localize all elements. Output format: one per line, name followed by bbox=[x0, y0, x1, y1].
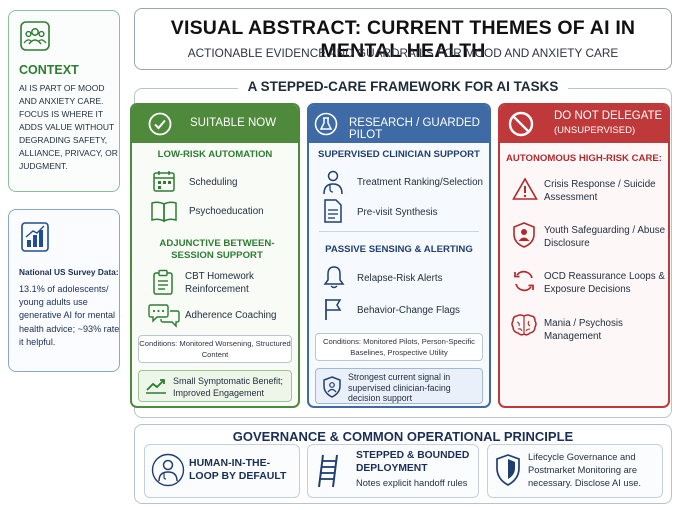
governance-note: Notes explicit handoff rules bbox=[356, 478, 468, 488]
flask-icon bbox=[314, 112, 338, 136]
bell-icon bbox=[323, 265, 345, 289]
context-panel: CONTEXT AI is part of mood and anxiety c… bbox=[8, 10, 120, 192]
section-title: ADJUNCTIVE BETWEEN-SESSION SUPPORT bbox=[159, 238, 275, 261]
header-panel: VISUAL ABSTRACT: CURRENT THEMES OF AI IN… bbox=[134, 8, 672, 70]
conditions-note: Conditions: Monitored Worsening, Structu… bbox=[138, 335, 292, 363]
column-label: DO NOT DELEGATE bbox=[554, 110, 663, 122]
section-title: SUPERVISED CLINICIAN SUPPORT bbox=[318, 149, 480, 160]
list-item: Youth Safeguarding / Abuse Disclosure bbox=[544, 225, 666, 249]
trend-up-icon bbox=[145, 377, 167, 395]
flag-icon bbox=[323, 297, 343, 321]
governance-item: STEPPED & BOUNDED DEPLOYMENT Notes expli… bbox=[307, 444, 479, 498]
doctor-icon bbox=[151, 453, 185, 491]
governance-title: GOVERNANCE & COMMON OPERATIONAL PRINCIPL… bbox=[232, 429, 574, 444]
check-circle-icon bbox=[148, 112, 172, 136]
clipboard-icon bbox=[152, 269, 174, 295]
conditions-note: Conditions: Monitored Pilots, Person-Spe… bbox=[315, 333, 483, 361]
column-header: RESEARCH / GUARDED PILOT bbox=[309, 105, 489, 143]
governance-text: Lifecycle Governance and Postmarket Moni… bbox=[528, 452, 641, 488]
divider bbox=[319, 231, 479, 232]
governance-panel bbox=[134, 424, 672, 504]
column-suitable-now: SUITABLE NOW LOW-RISK AUTOMATION Schedul… bbox=[130, 103, 300, 408]
column-header: SUITABLE NOW bbox=[132, 105, 298, 143]
survey-panel: National US Survey Data: 13.1% of adoles… bbox=[8, 209, 120, 372]
page-subtitle: Actionable evidence and guardrails for m… bbox=[187, 46, 619, 60]
list-item: Treatment Ranking/Selection bbox=[357, 177, 483, 188]
governance-item: Lifecycle Governance and Postmarket Moni… bbox=[487, 444, 663, 498]
context-title: CONTEXT bbox=[19, 63, 79, 77]
section-title: AUTONOMOUS HIGH-RISK CARE: bbox=[506, 153, 662, 164]
column-research-pilot: RESEARCH / GUARDED PILOT SUPERVISED CLIN… bbox=[307, 103, 491, 408]
framework-title: A STEPPED-CARE FRAMEWORK FOR AI TASKS bbox=[237, 79, 569, 94]
clinician-icon bbox=[321, 169, 345, 195]
outcome-box: Strongest current signal in supervised c… bbox=[315, 368, 483, 404]
governance-label: STEPPED & BOUNDED DEPLOYMENT bbox=[356, 450, 470, 474]
prohibited-icon bbox=[508, 111, 534, 137]
warning-icon bbox=[512, 177, 538, 201]
list-item: Pre-visit Synthesis bbox=[357, 207, 438, 218]
governance-label: HUMAN-IN-THE-LOOP BY DEFAULT bbox=[189, 457, 287, 482]
outcome-text: Strongest current signal in supervised c… bbox=[348, 372, 451, 404]
list-item: Crisis Response / Suicide Assessment bbox=[544, 179, 656, 203]
list-item: Psychoeducation bbox=[189, 206, 264, 217]
column-label: RESEARCH / GUARDED PILOT bbox=[349, 117, 480, 141]
ladder-icon bbox=[316, 453, 342, 489]
column-do-not-delegate: DO NOT DELEGATE (UNSUPERVISED) AUTONOMOU… bbox=[498, 103, 670, 408]
section-title: LOW-RISK AUTOMATION bbox=[157, 149, 273, 160]
list-item: OCD Reassurance Loops & Exposure Decisio… bbox=[544, 271, 665, 295]
context-text: AI is part of mood and anxiety care. Foc… bbox=[19, 83, 118, 171]
calendar-icon bbox=[152, 169, 176, 193]
outcome-box: Small Symptomatic Benefit; Improved Enga… bbox=[138, 370, 292, 402]
section-title: PASSIVE SENSING & ALERTING bbox=[325, 244, 473, 255]
list-item: Adherence Coaching bbox=[185, 310, 277, 321]
governance-item: HUMAN-IN-THE-LOOP BY DEFAULT bbox=[144, 444, 300, 498]
column-sublabel: (UNSUPERVISED) bbox=[554, 125, 636, 136]
loop-icon bbox=[512, 269, 536, 293]
list-item: Behavior-Change Flags bbox=[357, 305, 460, 316]
document-icon bbox=[323, 199, 343, 223]
list-item: Scheduling bbox=[189, 177, 238, 188]
shield-child-icon bbox=[512, 222, 536, 248]
survey-text: 13.1% of adolescents/ young adults use g… bbox=[19, 284, 120, 347]
chat-bubbles-icon bbox=[148, 302, 180, 328]
list-item: CBT Homework Reinforcement bbox=[185, 271, 254, 295]
framework-title-wrap: A STEPPED-CARE FRAMEWORK FOR AI TASKS bbox=[134, 78, 672, 96]
list-item: Mania / Psychosis Management bbox=[544, 318, 623, 342]
book-icon bbox=[150, 199, 178, 223]
brain-icon bbox=[510, 313, 538, 337]
column-label: SUITABLE NOW bbox=[190, 117, 277, 129]
column-header: DO NOT DELEGATE (UNSUPERVISED) bbox=[500, 105, 668, 143]
shield-icon bbox=[494, 453, 522, 487]
survey-heading: National US Survey Data: bbox=[19, 267, 119, 277]
bar-chart-icon bbox=[21, 222, 49, 252]
shield-icon bbox=[322, 376, 342, 398]
people-icon bbox=[20, 21, 50, 51]
outcome-text: Small Symptomatic Benefit; Improved Enga… bbox=[173, 376, 284, 398]
page-title: VISUAL ABSTRACT: CURRENT THEMES OF AI IN… bbox=[170, 17, 636, 62]
list-item: Relapse-Risk Alerts bbox=[357, 273, 443, 284]
